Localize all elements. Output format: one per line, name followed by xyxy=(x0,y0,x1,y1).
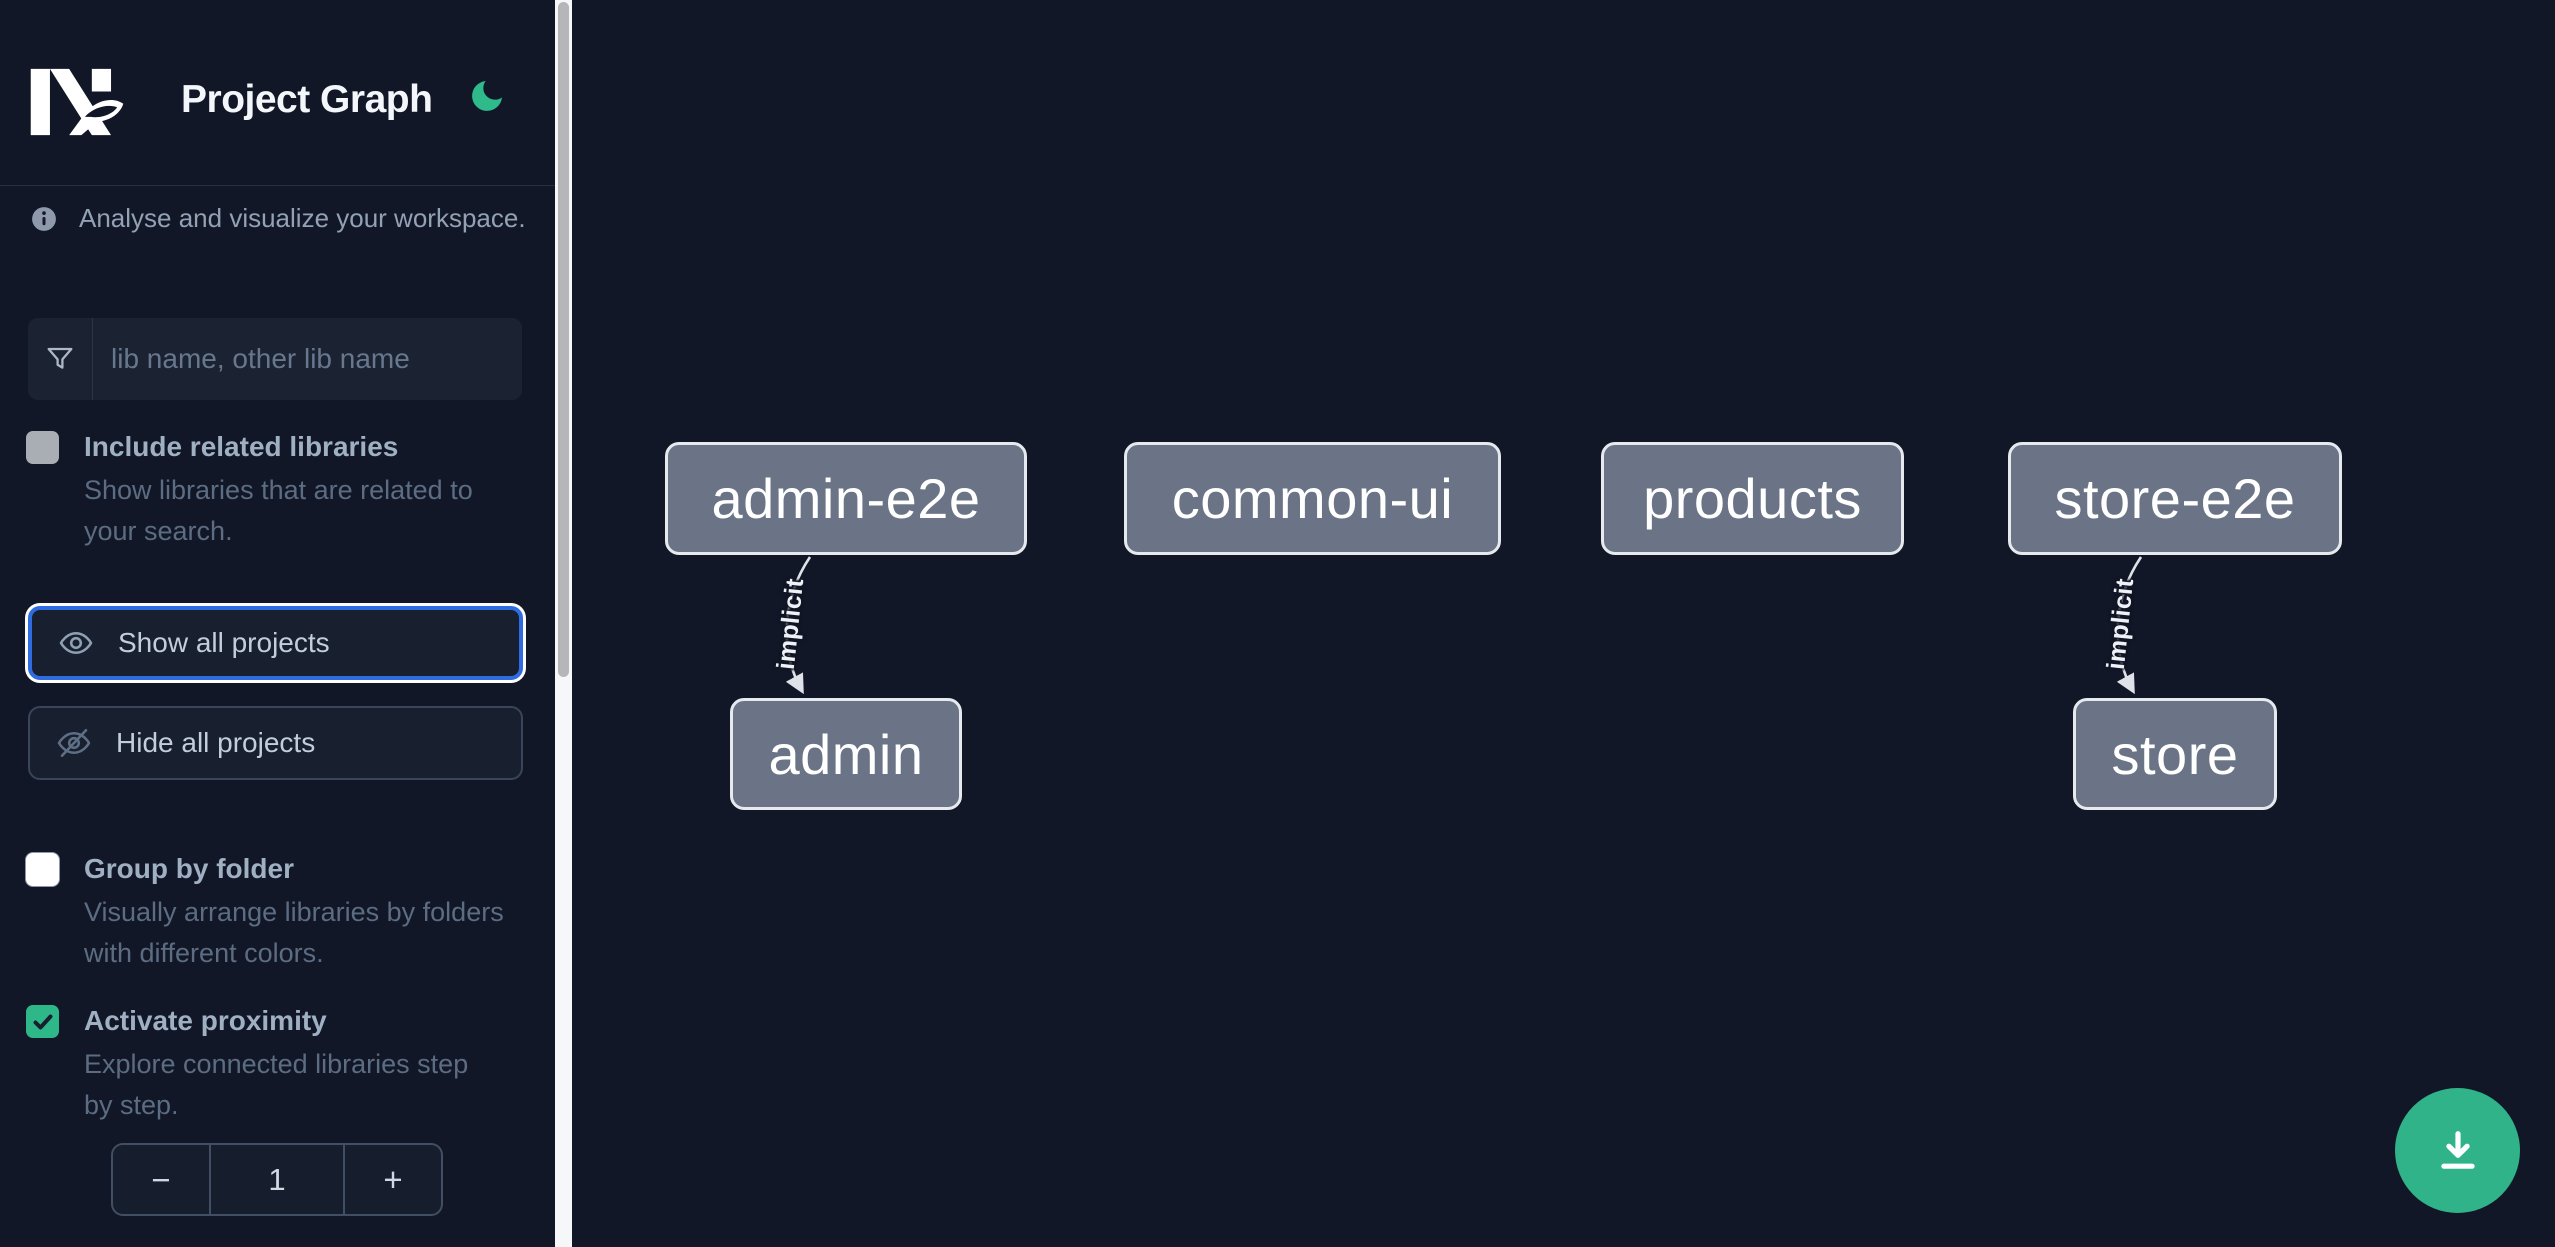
sidebar: Project Graph Analyse and visualize your… xyxy=(0,0,555,1247)
hide-all-label: Hide all projects xyxy=(116,727,316,758)
option-group-by-folder: Group by folder Visually arrange librari… xyxy=(26,850,531,974)
info-icon xyxy=(32,206,56,231)
filter-text-input[interactable] xyxy=(93,318,522,400)
info-text: Analyse and visualize your workspace. xyxy=(79,203,526,233)
option-include-related-libraries: Include related libraries Show libraries… xyxy=(26,428,531,552)
proximity-depth-value: 1 xyxy=(209,1145,345,1214)
hide-all-projects-button[interactable]: Hide all projects xyxy=(28,706,523,780)
download-graph-button[interactable] xyxy=(2395,1088,2520,1213)
graph-node-admin[interactable]: admin xyxy=(730,698,962,810)
filter-funnel-icon xyxy=(47,347,73,369)
graph-node-store[interactable]: store xyxy=(2073,698,2277,810)
sidebar-scrollbar xyxy=(555,0,572,1247)
activate-proximity-checkbox[interactable] xyxy=(26,1005,59,1038)
sidebar-header: Project Graph xyxy=(0,0,555,186)
filter-input-group xyxy=(28,318,522,400)
eye-off-icon xyxy=(57,728,91,758)
eye-icon xyxy=(59,631,93,655)
graph-node-store-e2e[interactable]: store-e2e xyxy=(2008,442,2342,555)
filter-icon-cell xyxy=(28,318,93,400)
option-label: Group by folder xyxy=(84,853,294,884)
checkmark-icon xyxy=(33,1014,52,1029)
proximity-depth-stepper: − 1 + xyxy=(111,1143,443,1216)
option-label: Activate proximity xyxy=(84,1005,327,1036)
decrement-button[interactable]: − xyxy=(113,1145,209,1214)
info-banner: Analyse and visualize your workspace. xyxy=(31,203,526,234)
option-description: Explore connected libraries step by step… xyxy=(84,1049,469,1120)
theme-toggle-button[interactable] xyxy=(466,76,508,118)
option-description: Visually arrange libraries by folders wi… xyxy=(84,897,504,968)
increment-button[interactable]: + xyxy=(345,1145,441,1214)
graph-canvas[interactable] xyxy=(572,0,2555,1247)
nx-logo-icon xyxy=(30,68,124,136)
page-title: Project Graph xyxy=(181,78,433,121)
sidebar-scrollbar-thumb[interactable] xyxy=(558,2,569,677)
download-icon xyxy=(2440,1130,2475,1169)
group-by-folder-checkbox[interactable] xyxy=(26,853,59,886)
graph-node-admin-e2e[interactable]: admin-e2e xyxy=(665,442,1027,555)
option-label: Include related libraries xyxy=(84,431,399,462)
moon-icon xyxy=(472,81,502,111)
option-activate-proximity: Activate proximity Explore connected lib… xyxy=(26,1002,531,1126)
show-all-projects-button[interactable]: Show all projects xyxy=(28,606,523,680)
option-description: Show libraries that are related to your … xyxy=(84,475,473,546)
graph-node-common-ui[interactable]: common-ui xyxy=(1124,442,1501,555)
include-related-checkbox[interactable] xyxy=(26,431,59,464)
graph-node-products[interactable]: products xyxy=(1601,442,1904,555)
show-all-label: Show all projects xyxy=(118,627,330,658)
